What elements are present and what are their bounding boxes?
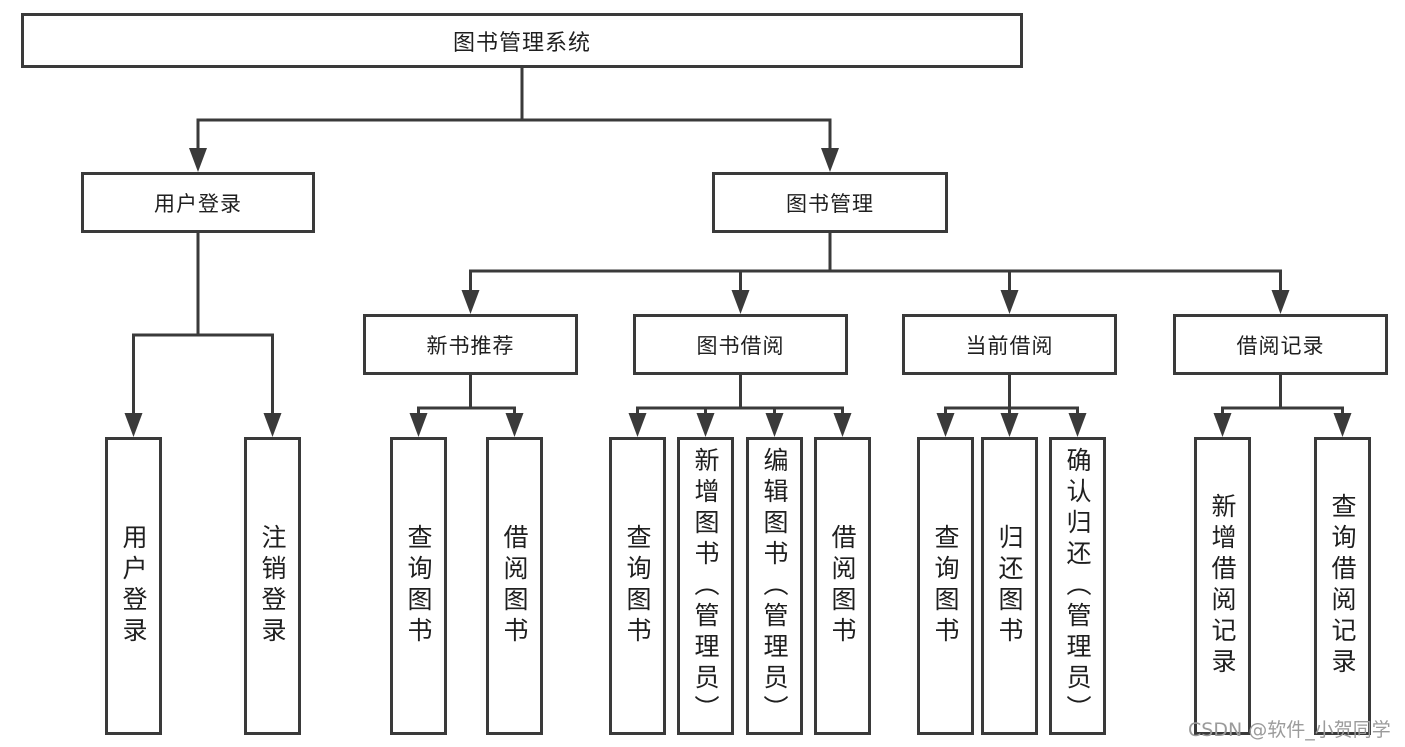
connector-user-login-to-leaves [132, 233, 274, 415]
node-label: 借阅记录 [1236, 333, 1325, 358]
connector-line [196, 68, 832, 150]
arrowhead-leaf [936, 413, 955, 437]
arrowhead-new-books [461, 290, 480, 314]
connector-book-borrow-to-leaves [636, 375, 844, 415]
node-label: 确认归还（管理员） [1063, 446, 1092, 726]
csdn-watermark: CSDN @软件_小贺同学 [1188, 719, 1391, 741]
arrowhead-leaf [505, 413, 524, 437]
node-leaf-query-books-2: 查询图书 [609, 437, 666, 735]
node-book-borrow-module: 图书借阅 [633, 314, 848, 375]
node-root-system: 图书管理系统 [21, 13, 1023, 68]
node-leaf-add-borrow-record: 新增借阅记录 [1194, 437, 1251, 735]
node-leaf-add-books-admin: 新增图书（管理员） [677, 437, 734, 735]
arrowhead-leaf [833, 413, 852, 437]
connector-root-to-level2 [196, 68, 832, 150]
node-label: 当前借阅 [965, 333, 1054, 358]
arrowhead-leaf [1068, 413, 1087, 437]
node-borrow-records-module: 借阅记录 [1173, 314, 1388, 375]
arrowhead-book-management [821, 148, 839, 172]
node-label: 用户登录 [154, 191, 242, 216]
arrowhead-leaf [628, 413, 647, 437]
node-label: 查询图书 [931, 524, 960, 648]
arrowhead-leaf [1000, 413, 1019, 437]
node-label: 用户登录 [119, 524, 148, 648]
node-leaf-query-books-3: 查询图书 [917, 437, 974, 735]
node-label: 注销登录 [258, 524, 287, 648]
node-label: 借阅图书 [500, 524, 529, 648]
node-label: 新增借阅记录 [1208, 493, 1237, 679]
arrowhead-leaf [696, 413, 715, 437]
node-new-books-module: 新书推荐 [363, 314, 578, 375]
node-label: 新书推荐 [426, 333, 515, 358]
connector-line [944, 375, 1079, 415]
node-label: 图书管理系统 [452, 30, 591, 56]
node-label: 归还图书 [995, 524, 1024, 648]
arrowhead-current-borrow [1000, 290, 1019, 314]
node-label: 编辑图书（管理员） [760, 446, 789, 726]
connector-borrow-records-to-leaves [1221, 375, 1344, 415]
node-leaf-confirm-return-admin: 确认归还（管理员） [1049, 437, 1106, 735]
node-label: 新增图书（管理员） [691, 446, 720, 726]
node-leaf-edit-books-admin: 编辑图书（管理员） [746, 437, 803, 735]
node-user-login-branch: 用户登录 [81, 172, 315, 233]
connector-current-borrow-to-leaves [944, 375, 1079, 415]
connector-line [636, 375, 844, 415]
node-book-management-branch: 图书管理 [712, 172, 948, 233]
node-leaf-user-login: 用户登录 [105, 437, 162, 735]
node-label: 图书借阅 [696, 333, 785, 358]
arrowhead-book-borrow [731, 290, 750, 314]
connector-new-books-to-leaves [417, 375, 516, 415]
arrowhead-leaf [1333, 413, 1352, 437]
connector-line [132, 233, 274, 415]
node-label: 查询借阅记录 [1328, 493, 1357, 679]
node-leaf-borrow-books-2: 借阅图书 [814, 437, 871, 735]
node-current-borrow-module: 当前借阅 [902, 314, 1117, 375]
connector-line [469, 233, 1282, 292]
arrowhead-leaf [409, 413, 428, 437]
arrowhead-user-login [189, 148, 207, 172]
connector-book-management-to-level3 [469, 233, 1282, 292]
node-label: 图书管理 [786, 191, 874, 216]
node-leaf-query-books-1: 查询图书 [390, 437, 447, 735]
node-leaf-borrow-books-1: 借阅图书 [486, 437, 543, 735]
node-leaf-query-borrow-record: 查询借阅记录 [1314, 437, 1371, 735]
node-leaf-return-books: 归还图书 [981, 437, 1038, 735]
arrowhead-leaf [1213, 413, 1232, 437]
arrowhead-leaf-logout [263, 413, 282, 437]
node-label: 查询图书 [404, 524, 433, 648]
arrowhead-leaf [765, 413, 784, 437]
connector-line [417, 375, 516, 415]
node-leaf-logout: 注销登录 [244, 437, 301, 735]
connector-line [1221, 375, 1344, 415]
arrowhead-leaf-user-login [124, 413, 143, 437]
node-label: 借阅图书 [828, 524, 857, 648]
arrowhead-borrow-records [1271, 290, 1290, 314]
node-label: 查询图书 [623, 524, 652, 648]
